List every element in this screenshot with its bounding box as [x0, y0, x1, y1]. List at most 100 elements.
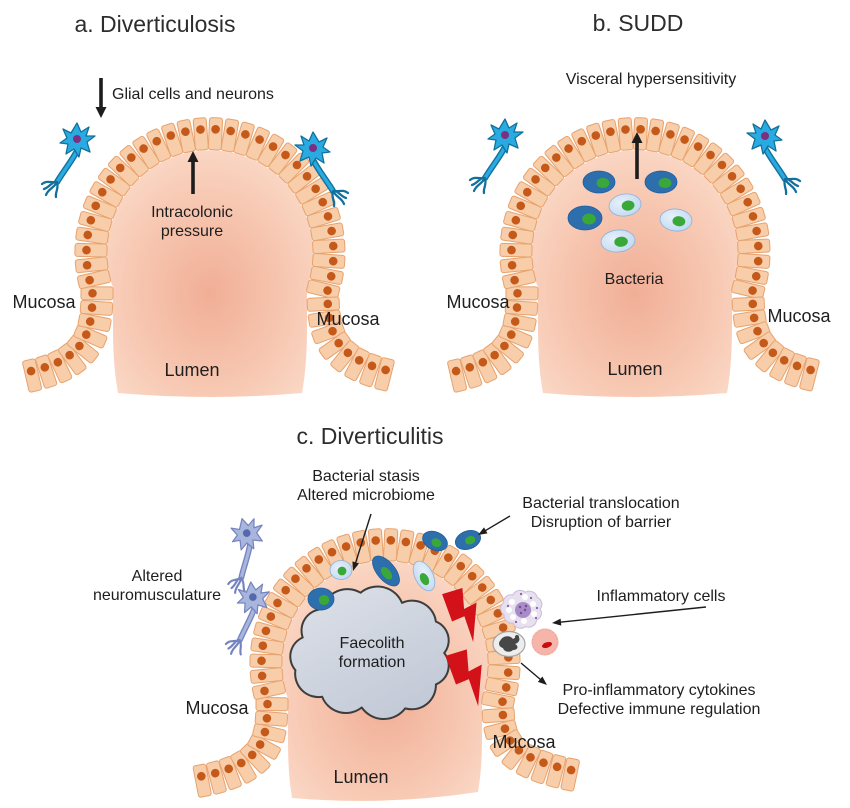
- epithelial-cell: [249, 653, 283, 669]
- epithelial-cell: [233, 121, 255, 156]
- bacterium-light-icon: [412, 560, 436, 592]
- epithelial-cell: [66, 334, 99, 364]
- intracolonic-pressure-label: Intracolonic pressure: [151, 204, 233, 240]
- pale-neuron-icon: [227, 518, 263, 594]
- bacterium-dark-icon: [422, 530, 448, 552]
- epithelial-cell: [737, 238, 771, 255]
- epithelial-cell: [382, 528, 399, 562]
- epithelial-cell: [74, 242, 108, 258]
- epithelial-cell: [58, 342, 87, 376]
- epithelial-cell: [97, 167, 131, 197]
- epithelial-cell: [560, 757, 580, 792]
- epithelial-cell: [472, 349, 498, 384]
- bacterium-dark-icon: [582, 170, 616, 194]
- lightning-bolt-icon: [445, 649, 482, 707]
- epithelial-cell: [268, 142, 298, 175]
- epithelial-cell: [89, 181, 123, 208]
- epithelial-cell: [499, 242, 533, 258]
- panel-b-drawing: [447, 117, 820, 397]
- epithelial-cell: [447, 358, 468, 393]
- epithelial-cell: [359, 353, 382, 388]
- mucosa-right-label: Mucosa: [316, 309, 380, 329]
- epithelial-cell: [146, 128, 172, 163]
- epithelial-cell: [514, 181, 548, 208]
- epithelial-cell: [532, 155, 565, 187]
- lumen-interior: [106, 150, 314, 397]
- bacterium-dark-icon: [567, 205, 603, 231]
- epithelial-cell: [255, 697, 289, 712]
- bacterium-dark-icon: [307, 587, 335, 611]
- lumen-label: Lumen: [333, 767, 389, 787]
- epithelial-cell: [75, 226, 110, 245]
- epithelial-cell: [460, 354, 483, 389]
- epithelial-cell: [470, 588, 504, 616]
- pale-neuron-icon: [224, 581, 271, 656]
- faecolith-formation-label: Faecolith formation: [338, 635, 406, 671]
- panel-diverticulitis: c. Diverticulitis Bacterial stasis Alter…: [0, 410, 850, 808]
- epithelial-cell: [192, 763, 212, 798]
- epithelial-cell: [306, 279, 341, 300]
- epithelial-cell: [443, 553, 473, 586]
- panel-a-title: a. Diverticulosis: [74, 11, 236, 37]
- epithelial-cell: [432, 544, 460, 579]
- epithelial-cell: [784, 353, 807, 388]
- bacterium-light-icon: [600, 229, 636, 253]
- epithelial-cell: [192, 117, 209, 151]
- epithelial-cell: [489, 729, 523, 757]
- epithelial-cell: [712, 164, 745, 194]
- epithelial-cell: [502, 312, 537, 332]
- epithelial-cell: [530, 749, 554, 785]
- bacterium-light-icon: [329, 560, 353, 580]
- epithelial-cell: [505, 286, 539, 301]
- epithelial-cell: [336, 533, 359, 568]
- epithelial-cell: [799, 357, 820, 392]
- epithelial-cell: [307, 546, 335, 580]
- epithelial-cell: [344, 347, 370, 382]
- epithelial-cell: [22, 358, 43, 393]
- epithelial-cell: [76, 269, 112, 290]
- epithelial-cell: [250, 637, 285, 656]
- epithelial-cell: [499, 256, 534, 274]
- epithelium-wall: [192, 528, 580, 798]
- neuron-icon: [746, 119, 802, 196]
- bacterium-light-icon: [659, 208, 693, 232]
- cytokines-label: Pro-inflammatory cytokines Defective imm…: [557, 682, 761, 718]
- bacterial-translocation-label: Bacterial translocation Disruption of ba…: [522, 495, 680, 531]
- epithelial-cell: [743, 331, 777, 360]
- epithelial-cell: [732, 309, 767, 328]
- epithelial-cell: [658, 121, 680, 156]
- epithelial-cell: [501, 737, 531, 770]
- bacterium-light-icon: [608, 193, 642, 217]
- faecolith-cloud: [289, 585, 450, 721]
- epithelial-cell: [486, 664, 521, 681]
- epithelial-cell: [82, 195, 117, 220]
- epithelial-cell: [462, 575, 495, 605]
- translocation-arrow: [478, 515, 511, 535]
- inflammatory-cells-label: Inflammatory cells: [596, 588, 726, 605]
- epithelial-cell: [601, 119, 621, 154]
- epithelial-cell: [734, 265, 769, 285]
- epithelial-cell: [731, 279, 766, 300]
- epithelial-cell: [309, 265, 344, 285]
- epithelial-cell: [545, 754, 567, 789]
- epithelial-cell: [273, 578, 306, 608]
- epithelial-cell: [245, 126, 270, 161]
- epithelial-cell: [491, 334, 524, 364]
- epithelial-cell: [498, 324, 533, 349]
- inflammatory-cell-macrophage-icon: [492, 630, 526, 658]
- mucosa-right-label: Mucosa: [767, 306, 831, 326]
- epithelial-cell: [483, 719, 518, 741]
- epithelial-cell: [312, 238, 346, 255]
- epithelial-cell: [310, 222, 345, 242]
- panel-c-drawing: [192, 513, 707, 801]
- epithelial-cell: [119, 145, 149, 177]
- epithelial-cell: [682, 133, 710, 168]
- epithelial-cell: [80, 286, 114, 301]
- epithelial-cell: [735, 222, 770, 242]
- epithelial-cell: [484, 677, 519, 697]
- epithelial-cell: [73, 324, 108, 349]
- panel-c-title: c. Diverticulitis: [296, 423, 444, 449]
- panel-sudd: b. SUDD Visceral hypersensitivity Bacter…: [425, 0, 850, 410]
- bacterium-dark-icon: [644, 170, 678, 194]
- hypersensitivity-arrow-up: [631, 132, 643, 179]
